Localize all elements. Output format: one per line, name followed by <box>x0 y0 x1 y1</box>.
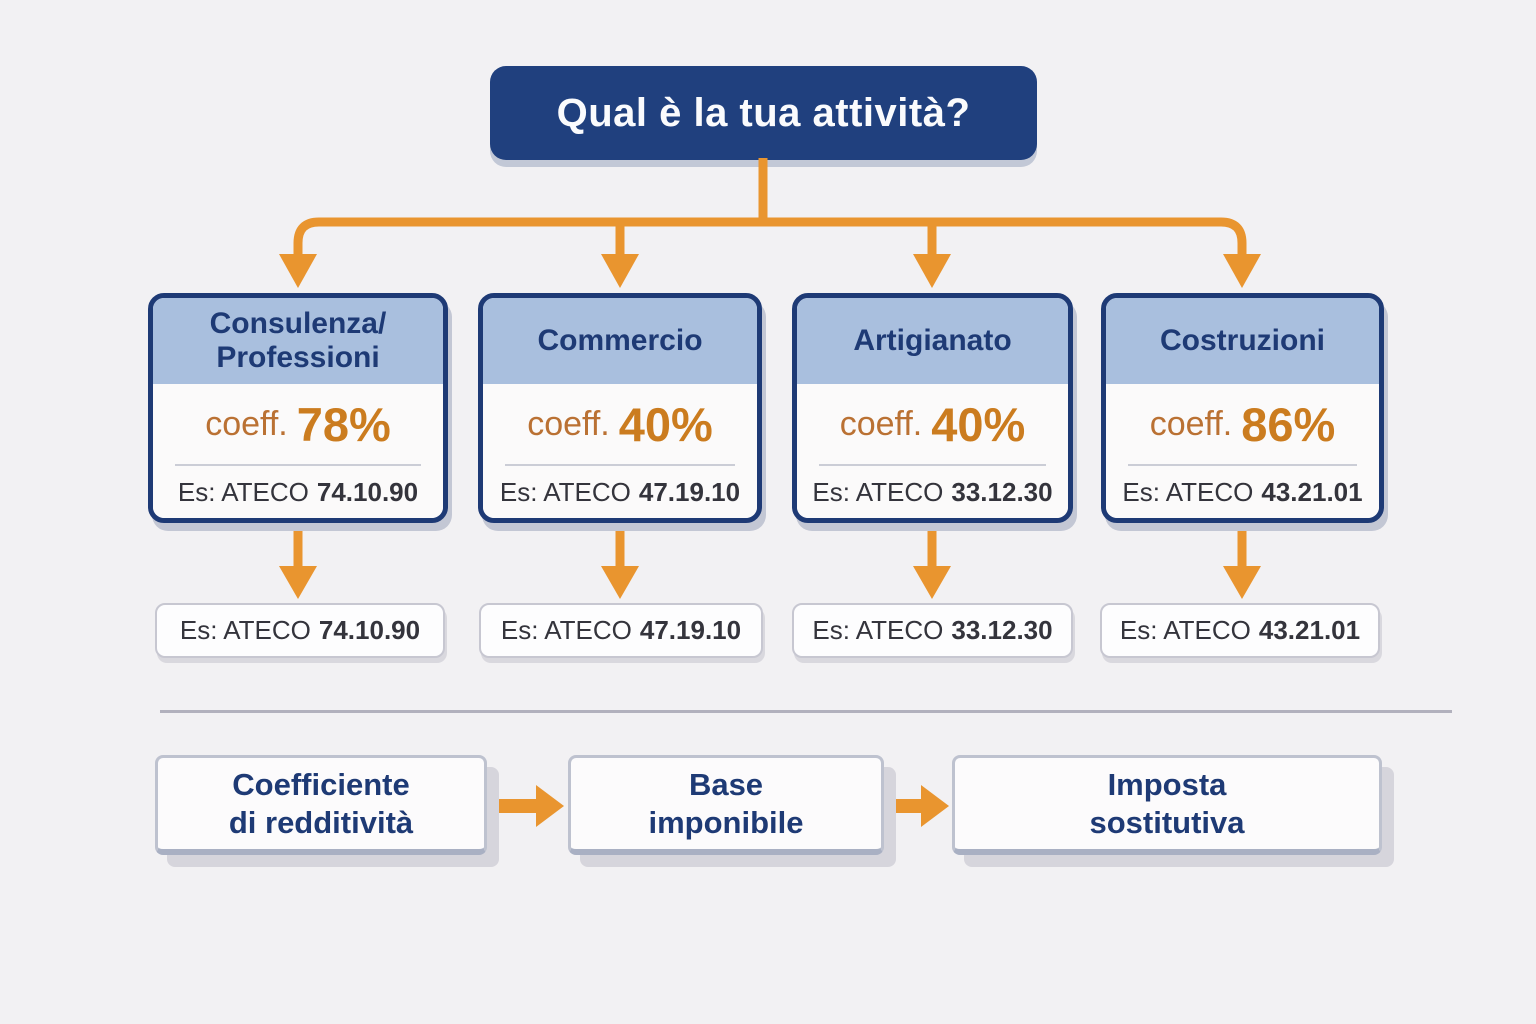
step-box-base-imponibile: Base imponibile <box>568 755 884 855</box>
step-label-line: Base <box>688 766 764 802</box>
ateco-code: 43.21.01 <box>1261 476 1363 507</box>
card-divider <box>505 464 735 466</box>
step-label-line: imponibile <box>648 804 804 840</box>
ateco-code: 47.19.10 <box>638 476 741 507</box>
ateco-code: 74.10.90 <box>316 476 419 507</box>
ateco-prefix: Es: ATECO <box>177 476 309 507</box>
category-name-line: Artigianato <box>853 324 1012 358</box>
category-name-line: Professioni <box>216 341 380 374</box>
ateco-code: 74.10.90 <box>318 615 421 645</box>
ateco-prefix: Es: ATECO <box>1119 615 1251 645</box>
step-box-coefficiente: Coefficiente di redditività <box>155 755 487 855</box>
ateco-prefix: Es: ATECO <box>1122 476 1254 507</box>
ateco-row: Es: ATECO 47.19.10 <box>483 466 757 518</box>
arrow-down-icon <box>1223 254 1261 288</box>
coefficient-value: 78% <box>296 397 391 451</box>
coefficient-value: 40% <box>618 397 713 451</box>
step-label-line: Coefficiente <box>232 766 410 802</box>
coefficient-label: coeff. <box>205 404 288 443</box>
ateco-prefix: Es: ATECO <box>500 615 632 645</box>
arrow-right-icon <box>536 785 564 827</box>
step-box-imposta-sostitutiva: Imposta sostitutiva <box>952 755 1382 855</box>
ateco-box-consulenza: Es: ATECO 74.10.90 <box>155 603 445 658</box>
coefficient-row: coeff. 78% <box>153 384 443 464</box>
category-card-body: coeff. 86% Es: ATECO 43.21.01 <box>1106 384 1379 518</box>
category-card-consulenza: Consulenza/ Professioni coeff. 78% Es: A… <box>148 293 448 523</box>
ateco-prefix: Es: ATECO <box>812 615 944 645</box>
ateco-box-costruzioni: Es: ATECO 43.21.01 <box>1100 603 1380 658</box>
category-card-body: coeff. 40% Es: ATECO 47.19.10 <box>483 384 757 518</box>
ateco-code: 47.19.10 <box>639 615 742 645</box>
ateco-prefix: Es: ATECO <box>812 476 944 507</box>
ateco-row: Es: ATECO 33.12.30 <box>797 466 1068 518</box>
coefficient-row: coeff. 86% <box>1106 384 1379 464</box>
category-name-line: Costruzioni <box>1160 324 1325 358</box>
coefficient-value: 40% <box>931 397 1026 451</box>
arrow-down-icon <box>913 566 951 599</box>
category-card-body: coeff. 40% Es: ATECO 33.12.30 <box>797 384 1068 518</box>
category-card-header: Commercio <box>483 298 757 384</box>
arrow-down-icon <box>279 254 317 288</box>
coefficient-row: coeff. 40% <box>483 384 757 464</box>
card-divider <box>1128 464 1357 466</box>
coefficient-value: 86% <box>1241 397 1336 451</box>
ateco-box-artigianato: Es: ATECO 33.12.30 <box>792 603 1073 658</box>
branch-connector-line <box>293 158 1247 256</box>
coefficient-label: coeff. <box>527 404 610 443</box>
category-card-artigianato: Artigianato coeff. 40% Es: ATECO 33.12.3… <box>792 293 1073 523</box>
coefficient-label: coeff. <box>839 404 923 443</box>
card-to-ateco-connector-line <box>293 530 1247 568</box>
coefficient-label: coeff. <box>1149 404 1233 443</box>
card-divider <box>175 464 421 466</box>
ateco-row: Es: ATECO 43.21.01 <box>1106 466 1379 518</box>
category-card-costruzioni: Costruzioni coeff. 86% Es: ATECO 43.21.0… <box>1101 293 1384 523</box>
card-divider <box>819 464 1046 466</box>
arrow-down-icon <box>913 254 951 288</box>
step-label-line: di redditività <box>228 804 414 840</box>
arrow-down-icon <box>279 566 317 599</box>
ateco-code: 33.12.30 <box>951 476 1053 507</box>
step-label-line: sostitutiva <box>1089 804 1245 840</box>
category-card-header: Consulenza/ Professioni <box>153 298 443 384</box>
question-text: Qual è la tua attività? <box>556 90 971 135</box>
coefficient-row: coeff. 40% <box>797 384 1068 464</box>
step-label-line: Imposta <box>1107 766 1227 802</box>
category-name-line: Commercio <box>537 324 703 358</box>
ateco-code: 43.21.01 <box>1258 615 1361 645</box>
ateco-row: Es: ATECO 74.10.90 <box>153 466 443 518</box>
arrow-down-icon <box>1223 566 1261 599</box>
section-divider <box>160 710 1452 713</box>
category-name-line: Consulenza/ <box>209 307 387 341</box>
category-card-header: Costruzioni <box>1106 298 1379 384</box>
arrow-down-icon <box>601 566 639 599</box>
ateco-prefix: Es: ATECO <box>499 476 631 507</box>
arrow-right-icon <box>921 785 949 827</box>
category-card-commercio: Commercio coeff. 40% Es: ATECO 47.19.10 <box>478 293 762 523</box>
category-card-body: coeff. 78% Es: ATECO 74.10.90 <box>153 384 443 518</box>
ateco-code: 33.12.30 <box>951 615 1053 645</box>
ateco-box-commercio: Es: ATECO 47.19.10 <box>479 603 763 658</box>
question-box: Qual è la tua attività? <box>490 66 1037 160</box>
category-card-header: Artigianato <box>797 298 1068 384</box>
arrow-down-icon <box>601 254 639 288</box>
ateco-prefix: Es: ATECO <box>179 615 311 645</box>
